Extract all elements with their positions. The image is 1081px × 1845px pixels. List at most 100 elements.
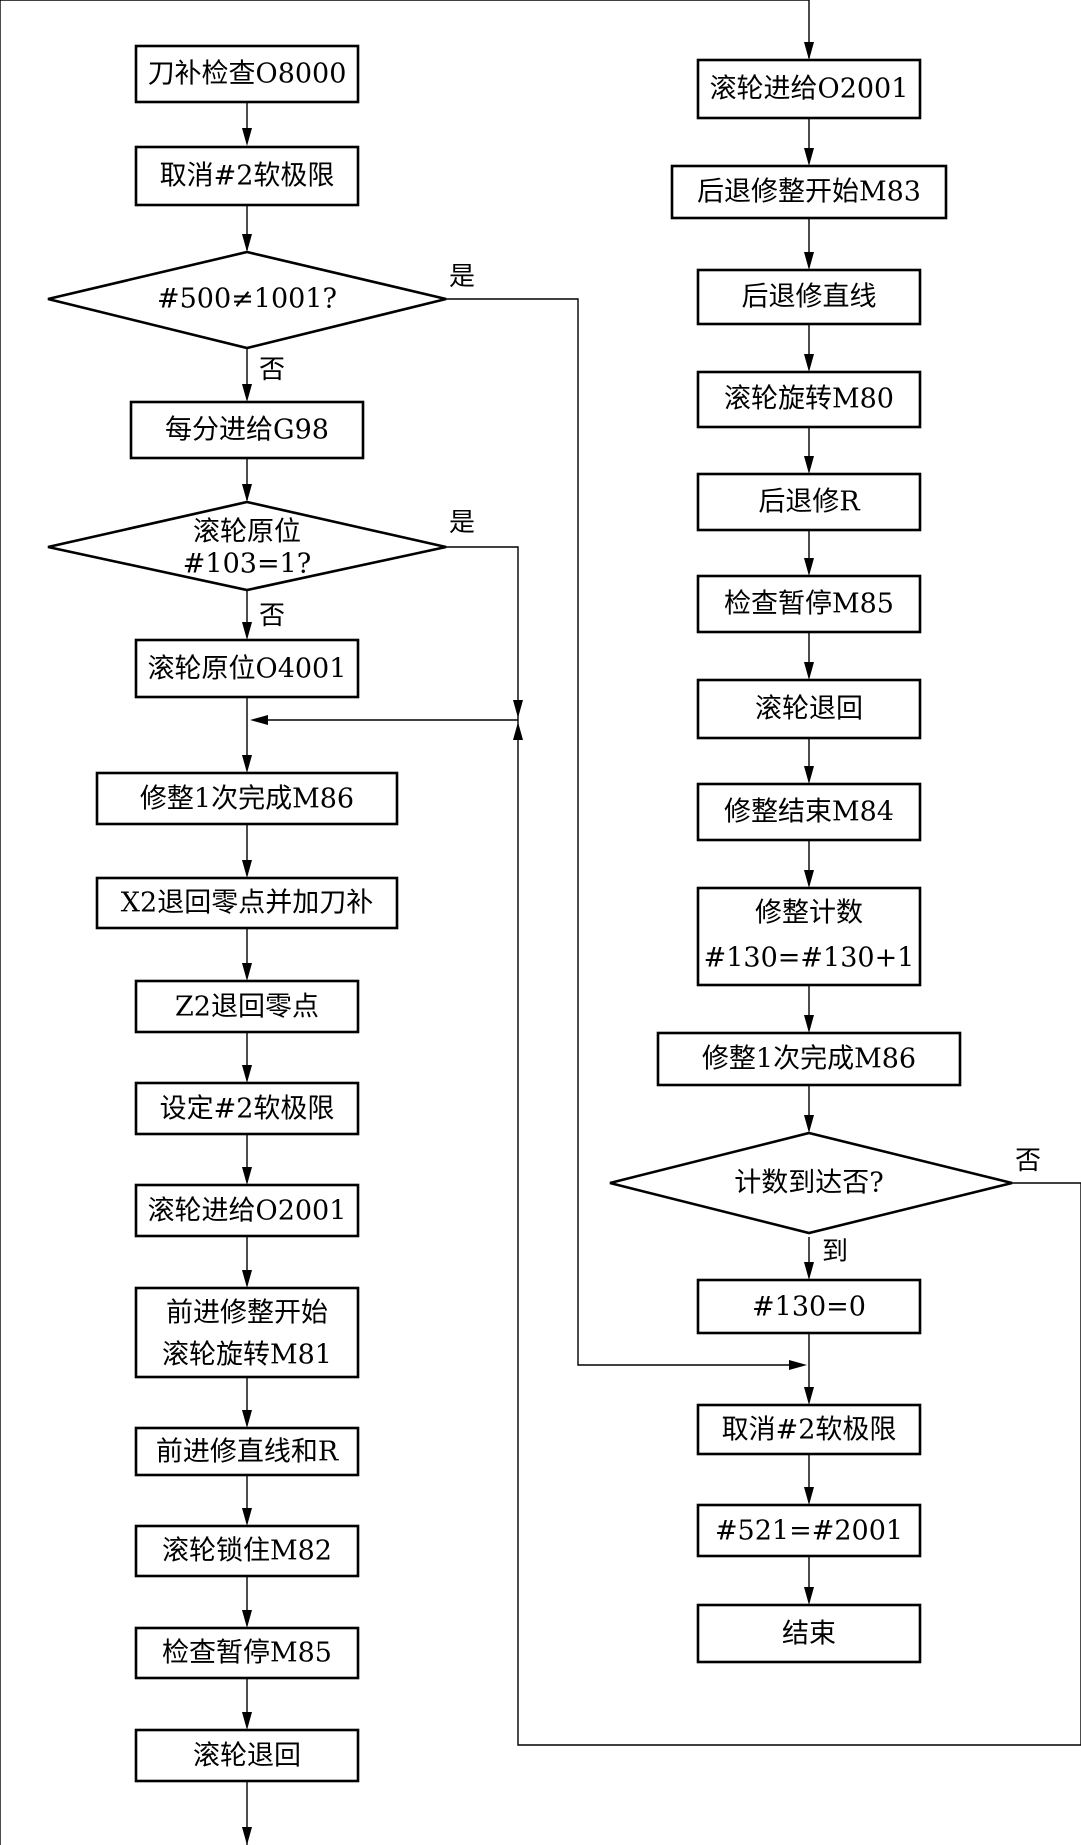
arrow-down-left-m — [242, 1508, 252, 1526]
process-box — [134, 979, 360, 1034]
process-box — [696, 678, 922, 740]
step-dress-count: 修整计数 #130=#130+1 — [696, 886, 922, 987]
step-dress-done-1: 修整1次完成M86 — [95, 771, 399, 826]
decision-diamond — [609, 1131, 1013, 1235]
decision-label-line-1: 滚轮原位 — [193, 517, 301, 548]
step-fwd-dress-line-r: 前进修直线和R — [134, 1426, 360, 1477]
step-x2-return: X2退回零点并加刀补 — [95, 876, 399, 930]
step-label: X2退回零点并加刀补 — [121, 888, 373, 919]
arrow-down-right-i — [804, 1015, 814, 1033]
process-box — [134, 1426, 360, 1477]
step-label: Z2退回零点 — [175, 992, 319, 1023]
step-label: 修整1次完成M86 — [702, 1044, 916, 1075]
arrow-down-right-l — [804, 1387, 814, 1405]
step-label: 滚轮进给O2001 — [148, 1196, 347, 1227]
step-dress-end: 修整结束M84 — [696, 782, 922, 842]
arrow-down-left-i — [242, 1065, 252, 1083]
process-box — [656, 1031, 962, 1087]
step-roller-lock: 滚轮锁住M82 — [134, 1524, 360, 1578]
step-label: 滚轮进给O2001 — [710, 74, 909, 105]
arrowheads — [242, 42, 814, 1845]
arrow-down-left-h — [242, 963, 252, 981]
step-label: 滚轮原位O4001 — [148, 654, 347, 685]
process-box — [134, 1728, 360, 1783]
branch-labels: 是 否 是 否 否 到 — [259, 262, 1041, 1267]
step-label: 取消#2软极限 — [160, 161, 335, 192]
arrow-down-right-f — [804, 662, 814, 680]
arrow-down-left-k — [242, 1270, 252, 1288]
branch-label-no-count: 否 — [1015, 1146, 1041, 1176]
connector-yes-roller-home — [446, 546, 519, 720]
arrow-left-merge — [250, 715, 268, 725]
arrow-down-left-o — [242, 1712, 252, 1730]
process-box — [134, 638, 360, 699]
process-box — [696, 1503, 922, 1558]
decision-diamond — [47, 250, 447, 350]
process-box — [134, 1183, 360, 1238]
process-box — [134, 1626, 360, 1680]
process-box — [134, 1081, 360, 1136]
process-box — [696, 370, 922, 429]
arrow-down-right-b — [804, 252, 814, 270]
step-label: 检查暂停M85 — [162, 1638, 332, 1669]
process-box — [95, 771, 399, 826]
process-box — [696, 1278, 922, 1335]
step-fwd-dress-start: 前进修整开始 滚轮旋转M81 — [134, 1286, 360, 1379]
decision-check-500: #500≠1001? — [47, 250, 447, 350]
branch-label-no-500: 否 — [259, 355, 285, 385]
process-box — [696, 268, 922, 326]
step-roller-feed-2: 滚轮进给O2001 — [696, 58, 922, 120]
arrow-down-right-m — [804, 1487, 814, 1505]
step-label: 前进修直线和R — [156, 1437, 339, 1468]
step-check-pause-2: 检查暂停M85 — [696, 574, 922, 634]
step-back-dress-line: 后退修直线 — [696, 268, 922, 326]
step-set-521: #521=#2001 — [696, 1503, 922, 1558]
step-back-dress-start: 后退修整开始M83 — [670, 164, 948, 220]
step-roller-feed-1: 滚轮进给O2001 — [134, 1183, 360, 1238]
decision-label: 计数到达否? — [734, 1168, 883, 1199]
step-label: 取消#2软极限 — [722, 1415, 897, 1446]
step-roller-home: 滚轮原位O4001 — [134, 638, 360, 699]
arrow-down-right-n — [804, 1587, 814, 1605]
decision-label-line-2: #103=1? — [183, 549, 311, 580]
step-label: 修整1次完成M86 — [140, 784, 354, 815]
process-box — [696, 58, 922, 120]
step-feed-per-min: 每分进给G98 — [129, 400, 365, 460]
arrow-down-right-g — [804, 766, 814, 784]
arrow-down-right-entry — [804, 42, 814, 60]
arrow-down-left-e — [242, 622, 252, 640]
step-label: 刀补检查O8000 — [148, 59, 347, 90]
step-label: 滚轮锁住M82 — [162, 1536, 332, 1567]
step-label: 设定#2软极限 — [160, 1094, 335, 1125]
process-box — [670, 164, 948, 220]
arrow-down-left-f — [242, 755, 252, 773]
step-label: 检查暂停M85 — [724, 589, 894, 620]
step-roller-retract-2: 滚轮退回 — [696, 678, 922, 740]
decision-label: #500≠1001? — [157, 284, 337, 315]
step-label-line-1: 修整计数 — [755, 898, 863, 929]
arrow-down-right-j — [804, 1115, 814, 1133]
step-label-line-1: 前进修整开始 — [166, 1298, 328, 1329]
arrow-down-left-b — [242, 234, 252, 252]
arrow-down-left-exit — [242, 1827, 252, 1845]
process-box — [134, 44, 360, 104]
step-check-pause-1: 检查暂停M85 — [134, 1626, 360, 1680]
arrow-down-left-g — [242, 860, 252, 878]
step-reset-130: #130=0 — [696, 1278, 922, 1335]
step-label: #130=0 — [752, 1292, 866, 1323]
step-z2-return: Z2退回零点 — [134, 979, 360, 1034]
decision-count-reached: 计数到达否? — [609, 1131, 1013, 1235]
arrow-down-right-h — [804, 870, 814, 888]
process-box — [129, 400, 365, 460]
arrow-down-left-c — [242, 384, 252, 402]
step-back-dress-r: 后退修R — [696, 472, 922, 532]
arrow-down-right-e — [804, 558, 814, 576]
decision-diamond — [47, 500, 447, 592]
step-label: 后退修整开始M83 — [697, 177, 921, 208]
arrow-down-right-d — [804, 456, 814, 474]
arrow-down-left-j — [242, 1167, 252, 1185]
process-box — [95, 876, 399, 930]
arrow-down-left-l — [242, 1410, 252, 1428]
step-label: 每分进给G98 — [165, 415, 329, 446]
process-box — [134, 1524, 360, 1578]
